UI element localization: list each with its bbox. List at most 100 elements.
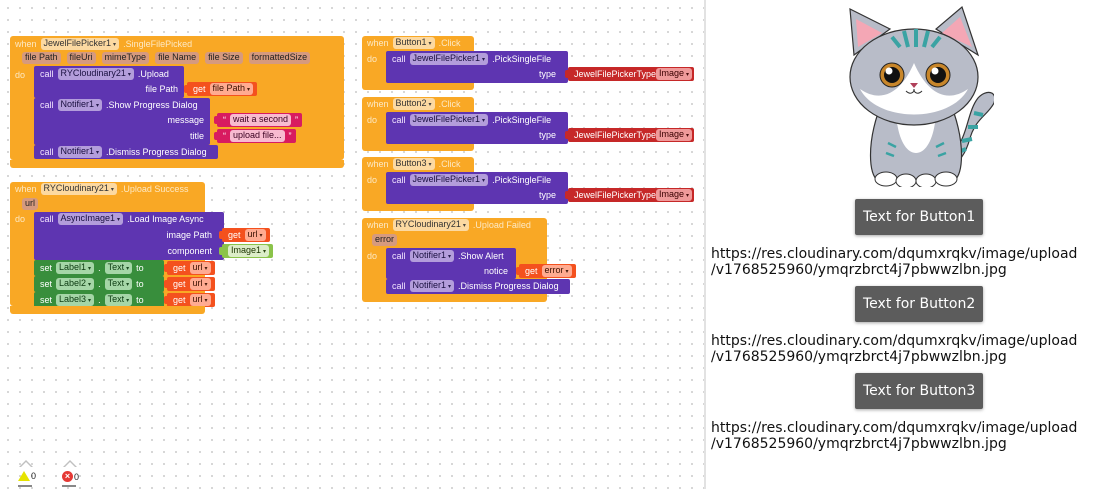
when-keyword: when: [15, 39, 37, 49]
event-block-button2-click[interactable]: when Button2▾ .Click do call JewelFilePi…: [362, 97, 695, 151]
method-name: .PickSingleFile: [492, 175, 552, 185]
get-error-block[interactable]: get error▾: [516, 264, 576, 278]
param-fileuri[interactable]: fileUri: [66, 52, 96, 64]
property-dropdown[interactable]: Text▾: [104, 294, 133, 306]
call-keyword: call: [392, 251, 406, 261]
do-keyword: do: [367, 175, 378, 185]
component-dropdown[interactable]: RYCloudinary21▾: [57, 68, 134, 80]
component-dropdown[interactable]: Notifier1▾: [57, 99, 103, 111]
variable-dropdown[interactable]: url▾: [189, 262, 211, 274]
call-load-image-async-block[interactable]: call AsyncImage1▾ .Load Image Async imag…: [34, 212, 224, 260]
quote-icon: “: [223, 131, 226, 141]
call-pick-single-file-block[interactable]: call JewelFilePicker1▾ .PickSingleFile t…: [386, 51, 568, 83]
component-dropdown[interactable]: Notifier1▾: [57, 146, 103, 158]
param-file-name[interactable]: file Name: [155, 52, 200, 64]
component-dropdown[interactable]: JewelFilePicker1▾: [409, 174, 489, 186]
button-1[interactable]: Text for Button1: [855, 199, 984, 235]
arg-label: type: [538, 130, 556, 140]
toggle-warnings-arrow-icon[interactable]: [19, 460, 33, 467]
text-upload-file[interactable]: “ upload file... ”: [214, 129, 296, 143]
button-3[interactable]: Text for Button3: [855, 373, 984, 409]
component-dropdown[interactable]: Button2▾: [392, 98, 435, 110]
get-url-block[interactable]: get url▾: [164, 261, 215, 275]
component-dropdown[interactable]: RYCloudinary21▾: [392, 219, 469, 231]
text-wait-a-second[interactable]: “ wait a second ”: [213, 113, 303, 127]
when-keyword: when: [15, 184, 37, 194]
arg-label: notice: [483, 266, 508, 276]
component-dropdown[interactable]: Image1▾: [228, 245, 270, 257]
component-dropdown[interactable]: Notifier1▾: [409, 250, 455, 262]
get-url-block[interactable]: get url▾: [219, 228, 270, 242]
get-file-path-block[interactable]: get file Path▾: [183, 82, 258, 96]
property-dropdown[interactable]: Text▾: [104, 278, 133, 290]
event-block-singlefilepicked[interactable]: when JewelFilePicker1▾ .SingleFilePicked…: [10, 36, 344, 160]
call-keyword: call: [392, 115, 406, 125]
event-block-upload-success[interactable]: when RYCloudinary21▾ .Upload Success url…: [10, 182, 274, 308]
variable-dropdown[interactable]: url▾: [244, 229, 266, 241]
component-dropdown[interactable]: Button1▾: [392, 37, 435, 49]
enum-value-dropdown[interactable]: Image▾: [656, 129, 693, 141]
call-keyword: call: [392, 281, 406, 291]
call-pick-single-file-block[interactable]: call JewelFilePicker1▾ .PickSingleFile t…: [386, 172, 568, 204]
variable-dropdown[interactable]: error▾: [541, 265, 572, 277]
blocks-workspace[interactable]: when JewelFilePicker1▾ .SingleFilePicked…: [0, 0, 706, 489]
enum-picker-type-block[interactable]: JewelFilePickerType Image▾: [564, 188, 695, 202]
call-upload-block[interactable]: call RYCloudinary21▾ .Upload file Path: [34, 66, 184, 98]
arg-label: message: [167, 115, 204, 125]
label-3: https://res.cloudinary.com/dqumxrqkv/ima…: [711, 420, 1091, 452]
get-url-block[interactable]: get url▾: [164, 293, 215, 307]
call-dismiss-progress-dialog-block[interactable]: call Notifier1▾ .Dismiss Progress Dialog: [34, 145, 218, 159]
set-label1-text-block[interactable]: set Label1▾ . Text▾ to: [34, 260, 164, 276]
event-block-button3-click[interactable]: when Button3▾ .Click do call JewelFilePi…: [362, 157, 695, 211]
param-formattedsize[interactable]: formattedSize: [248, 52, 311, 64]
errors-indicator[interactable]: × 0: [62, 460, 86, 488]
set-label3-text-block[interactable]: set Label3▾ . Text▾ to: [34, 292, 164, 308]
enum-picker-type-block[interactable]: JewelFilePickerType Image▾: [564, 67, 695, 81]
component-dropdown[interactable]: JewelFilePicker1▾: [409, 53, 489, 65]
arg-label: type: [538, 69, 556, 79]
cat-image: [849, 5, 994, 187]
set-label2-text-block[interactable]: set Label2▾ . Text▾ to: [34, 276, 164, 292]
get-url-block[interactable]: get url▾: [164, 277, 215, 291]
event-block-button1-click[interactable]: when Button1▾ .Click do call JewelFilePi…: [362, 36, 695, 90]
component-dropdown[interactable]: Label2▾: [56, 278, 95, 290]
component-dropdown[interactable]: JewelFilePicker1▾: [40, 38, 120, 50]
event-block-upload-failed[interactable]: when RYCloudinary21▾ .Upload Failed erro…: [362, 218, 576, 302]
method-name: .Load Image Async: [127, 214, 204, 224]
button-2[interactable]: Text for Button2: [855, 286, 984, 322]
enum-value-dropdown[interactable]: Image▾: [656, 68, 693, 80]
toggle-errors-arrow-icon[interactable]: [63, 460, 77, 467]
enum-picker-type-block[interactable]: JewelFilePickerType Image▾: [564, 128, 695, 142]
component-dropdown[interactable]: RYCloudinary21▾: [40, 183, 117, 195]
enum-value-dropdown[interactable]: Image▾: [656, 189, 693, 201]
call-pick-single-file-block[interactable]: call JewelFilePicker1▾ .PickSingleFile t…: [386, 112, 568, 144]
param-url[interactable]: url: [22, 198, 39, 210]
component-dropdown[interactable]: JewelFilePicker1▾: [409, 114, 489, 126]
set-keyword: set: [40, 279, 53, 289]
component-dropdown[interactable]: AsyncImage1▾: [57, 213, 124, 225]
variable-dropdown[interactable]: url▾: [189, 294, 211, 306]
warnings-indicator[interactable]: 0: [18, 460, 42, 488]
param-file-path[interactable]: file Path: [22, 52, 61, 64]
when-keyword: when: [367, 38, 389, 48]
call-show-alert-block[interactable]: call Notifier1▾ .Show Alert notice: [386, 248, 516, 279]
component-dropdown[interactable]: Label1▾: [56, 262, 95, 274]
variable-dropdown[interactable]: file Path▾: [209, 83, 254, 95]
component-dropdown[interactable]: Button3▾: [392, 158, 435, 170]
call-show-progress-dialog-block[interactable]: call Notifier1▾ .Show Progress Dialog me…: [34, 98, 210, 145]
arg-label: component: [167, 246, 212, 256]
component-dropdown[interactable]: Label3▾: [56, 294, 95, 306]
event-name: .Upload Success: [120, 184, 189, 194]
text-value[interactable]: wait a second: [230, 114, 292, 126]
property-dropdown[interactable]: Text▾: [104, 262, 133, 274]
variable-dropdown[interactable]: url▾: [189, 278, 211, 290]
call-dismiss-progress-dialog-block[interactable]: call Notifier1▾ .Dismiss Progress Dialog: [386, 279, 570, 294]
error-count: 0: [74, 471, 80, 482]
method-name: .PickSingleFile: [492, 115, 552, 125]
component-dropdown[interactable]: Notifier1▾: [409, 280, 455, 292]
param-mimetype[interactable]: mimeType: [101, 52, 150, 64]
param-error[interactable]: error: [372, 234, 398, 246]
component-image1-block[interactable]: Image1▾: [218, 244, 274, 258]
param-file-size[interactable]: file Size: [205, 52, 243, 64]
text-value[interactable]: upload file...: [230, 130, 285, 142]
